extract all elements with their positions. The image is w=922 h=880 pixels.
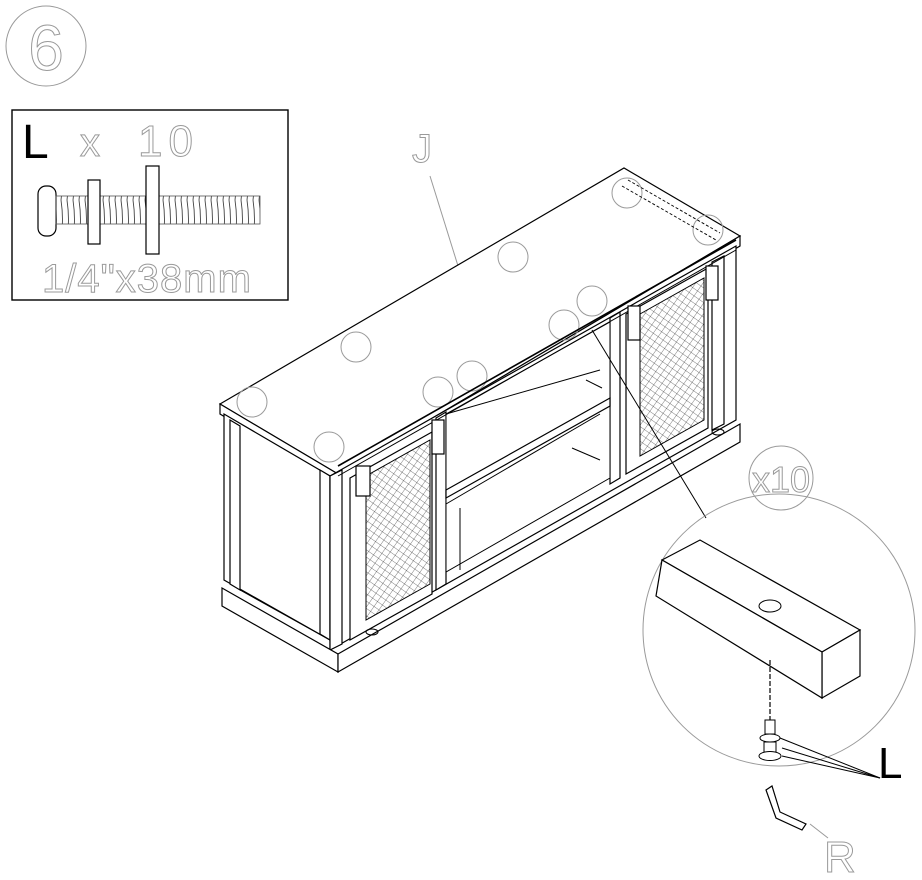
tv-stand xyxy=(218,167,742,674)
hardware-quantity: 10 xyxy=(138,117,199,166)
bolt-icon xyxy=(37,165,261,255)
front-face xyxy=(329,239,737,652)
allen-key-icon xyxy=(765,785,829,839)
left-side-panel xyxy=(223,412,331,642)
top-panel-holes xyxy=(236,177,724,463)
hardware-times-sign: x xyxy=(80,121,100,165)
tool-part-label: R xyxy=(824,833,856,880)
hardware-size: 1/4"x38mm xyxy=(42,257,252,301)
base-frame xyxy=(221,422,741,674)
detail-bolt-icon xyxy=(758,719,782,761)
hardware-part-letter: L xyxy=(22,116,49,169)
hardware-box: L x 10 1/4"x38mm xyxy=(11,109,289,302)
bolt-part-label: L xyxy=(878,739,902,788)
detail-leader-line xyxy=(591,329,707,519)
step-number-badge: 6 xyxy=(5,5,87,87)
panel-label: J xyxy=(412,127,432,171)
detail-callout: x10 xyxy=(642,445,916,779)
step-number: 6 xyxy=(28,12,64,84)
detail-count: x10 xyxy=(752,459,810,500)
detail-beam xyxy=(655,539,862,700)
